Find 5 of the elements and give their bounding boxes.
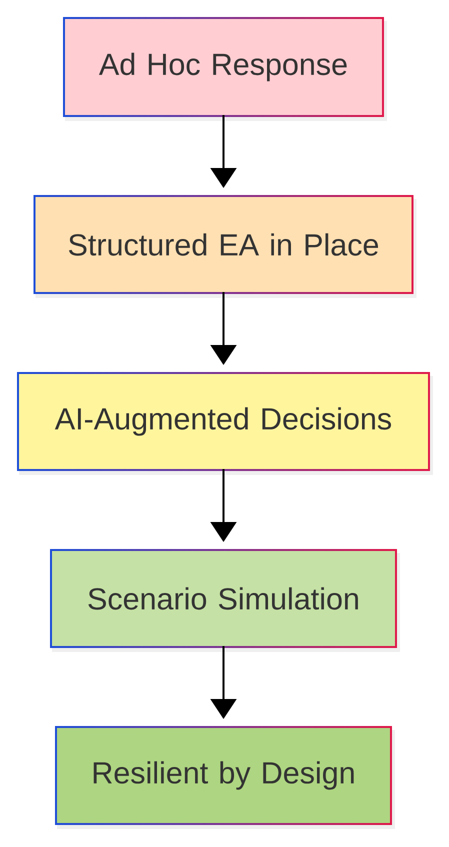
process-box: Ad Hoc Response: [63, 17, 387, 122]
process-box: Scenario Simulation: [50, 549, 400, 652]
process-box: Structured EA in Place: [34, 195, 416, 298]
process-box: AI-Augmented Decisions: [17, 372, 433, 475]
process-box: Resilient by Design: [55, 726, 395, 829]
